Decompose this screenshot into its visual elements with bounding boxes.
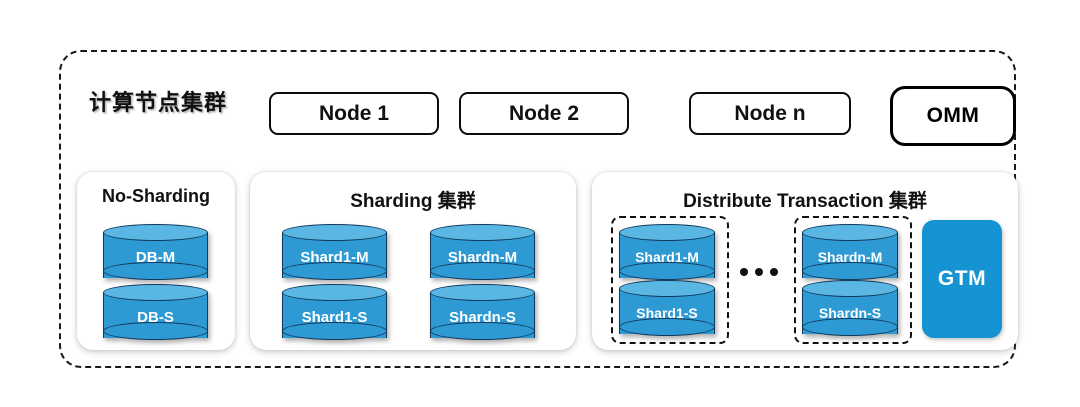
distribute-transaction-title: Distribute Transaction 集群 bbox=[683, 191, 927, 212]
database-cylinder-dt-shard1-m[interactable]: Shard1-M bbox=[619, 224, 715, 286]
cylinder-top-ellipse bbox=[282, 224, 387, 241]
sharding-title: Sharding 集群 bbox=[350, 191, 476, 212]
node-2-label: Node 2 bbox=[508, 101, 579, 125]
ellipsis-dot bbox=[740, 268, 748, 276]
db-m-label: DB-M bbox=[135, 248, 176, 266]
ellipsis-dot bbox=[770, 268, 778, 276]
panel-no-sharding: No-Sharding DB-M DB-S bbox=[77, 172, 235, 350]
dt-shard-group-n[interactable]: Shardn-M Shardn-S bbox=[794, 216, 912, 344]
cylinder-top-ellipse bbox=[619, 280, 715, 297]
gtm-label: GTM bbox=[937, 267, 987, 290]
ellipsis-dot bbox=[755, 268, 763, 276]
gtm-box[interactable]: GTM bbox=[922, 220, 1002, 338]
cylinder-bottom-ellipse bbox=[430, 262, 535, 280]
database-cylinder-db-m[interactable]: DB-M bbox=[103, 224, 208, 286]
ellipsis-icon bbox=[740, 268, 778, 276]
db-s-label: DB-S bbox=[137, 308, 174, 326]
omm-label: OMM bbox=[926, 104, 980, 127]
cylinder-top-ellipse bbox=[619, 224, 715, 241]
node-box-2[interactable]: Node 2 bbox=[459, 92, 629, 135]
cylinder-bottom-ellipse bbox=[103, 322, 208, 340]
database-cylinder-shard1-m[interactable]: Shard1-M bbox=[282, 224, 387, 286]
database-cylinder-db-s[interactable]: DB-S bbox=[103, 284, 208, 346]
cylinder-bottom-ellipse bbox=[282, 322, 387, 340]
dt-shardn-s-label: Shardn-S bbox=[818, 305, 882, 321]
dt-shard1-s-label: Shard1-S bbox=[636, 305, 698, 321]
node-n-label: Node n bbox=[734, 101, 806, 125]
cylinder-top-ellipse bbox=[430, 284, 535, 301]
cylinder-top-ellipse bbox=[802, 224, 898, 241]
node-1-label: Node 1 bbox=[318, 101, 389, 125]
panel-distribute-transaction-cluster: Distribute Transaction 集群 Shard1-M Shard… bbox=[592, 172, 1018, 350]
database-cylinder-dt-shardn-s[interactable]: Shardn-S bbox=[802, 280, 898, 342]
node-box-n[interactable]: Node n bbox=[689, 92, 851, 135]
no-sharding-title: No-Sharding bbox=[102, 186, 210, 206]
shardn-m-label: Shardn-M bbox=[447, 248, 518, 266]
compute-cluster-title: 计算节点集群 bbox=[89, 90, 228, 115]
node-box-1[interactable]: Node 1 bbox=[269, 92, 439, 135]
database-cylinder-shardn-m[interactable]: Shardn-M bbox=[430, 224, 535, 286]
cylinder-top-ellipse bbox=[103, 284, 208, 301]
cylinder-top-ellipse bbox=[282, 284, 387, 301]
dt-shard-group-1[interactable]: Shard1-M Shard1-S bbox=[611, 216, 729, 344]
cylinder-bottom-ellipse bbox=[802, 318, 898, 336]
cylinder-top-ellipse bbox=[430, 224, 535, 241]
cylinder-top-ellipse bbox=[802, 280, 898, 297]
cylinder-bottom-ellipse bbox=[619, 318, 715, 336]
cylinder-bottom-ellipse bbox=[430, 322, 535, 340]
dt-shard1-m-label: Shard1-M bbox=[635, 249, 699, 265]
database-cylinder-dt-shard1-s[interactable]: Shard1-S bbox=[619, 280, 715, 342]
database-cylinder-shardn-s[interactable]: Shardn-S bbox=[430, 284, 535, 346]
shard1-s-label: Shard1-S bbox=[301, 308, 368, 326]
compute-node-cluster-row: 计算节点集群 Node 1 Node 2 Node n OMM bbox=[61, 52, 1016, 164]
omm-box[interactable]: OMM bbox=[890, 86, 1016, 146]
dt-shardn-m-label: Shardn-M bbox=[817, 249, 883, 265]
panel-sharding-cluster: Sharding 集群 Shard1-M Shardn-M Shard1-S S… bbox=[250, 172, 576, 350]
shard1-m-label: Shard1-M bbox=[300, 248, 369, 266]
architecture-diagram-container: 计算节点集群 Node 1 Node 2 Node n OMM No-Shard… bbox=[59, 50, 1018, 368]
database-cylinder-dt-shardn-m[interactable]: Shardn-M bbox=[802, 224, 898, 286]
cylinder-bottom-ellipse bbox=[103, 262, 208, 280]
shardn-s-label: Shardn-S bbox=[449, 308, 516, 326]
cylinder-top-ellipse bbox=[103, 224, 208, 241]
database-cylinder-shard1-s[interactable]: Shard1-S bbox=[282, 284, 387, 346]
cylinder-bottom-ellipse bbox=[282, 262, 387, 280]
